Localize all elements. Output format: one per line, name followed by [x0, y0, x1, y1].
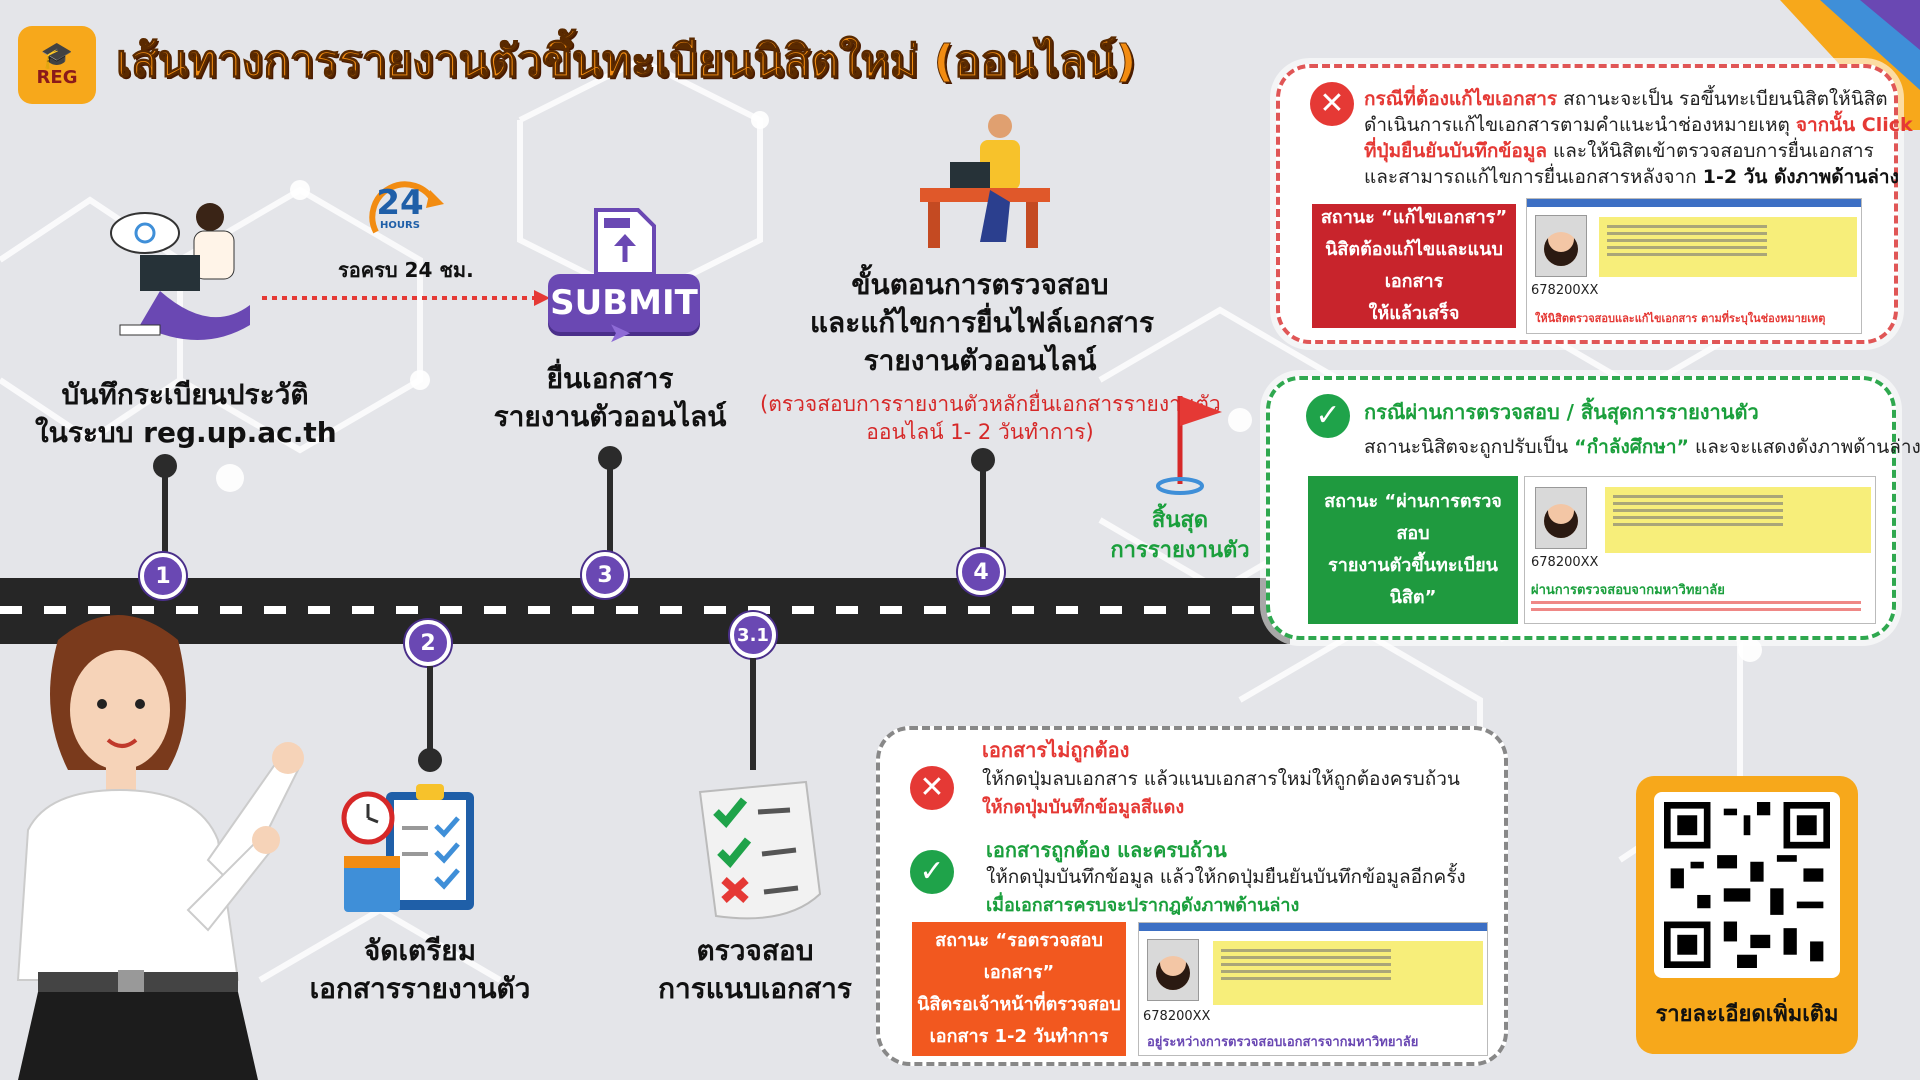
student-id: 678200XX — [1143, 1009, 1211, 1024]
qr-label: รายละเอียดเพิ่มเติม — [1655, 1002, 1839, 1027]
wait-24h-label: รอครบ 24 ชม. — [338, 258, 474, 282]
waiting-profile-screenshot: 678200XX อยู่ระหว่างการตรวจสอบเอกสารจากม… — [1138, 922, 1488, 1056]
step3-label: ยื่นเอกสาร รายงานตัวออนไลน์ — [493, 362, 727, 433]
step2-pin — [418, 748, 442, 772]
person-desk-illustration — [920, 114, 1050, 248]
ok-doc-line1: ให้กดปุ่มบันทึกข้อมูล แล้วให้กดปุ่มยืนยั… — [986, 866, 1466, 888]
x-circle-icon: ✕ — [910, 766, 954, 810]
step2-badge: 2 — [405, 620, 451, 666]
passed-line1: สถานะนิสิตจะถูกปรับเป็น “กำลังศึกษา” และ… — [1364, 436, 1920, 458]
step4-stem — [980, 460, 986, 556]
step1-label: บันทึกระเบียนประวัติ ในระบบ reg.up.ac.th — [35, 378, 337, 449]
fix-line4: และสามารถแก้ไขการยื่นเอกสารหลังจาก 1-2 ว… — [1364, 166, 1899, 188]
road-dashes — [0, 606, 1290, 614]
waiting-status-box: สถานะ “รอตรวจสอบเอกสาร” นิสิตรอเจ้าหน้าท… — [912, 922, 1126, 1056]
step4-badge: 4 — [958, 549, 1004, 595]
passed-heading: กรณีผ่านการตรวจสอบ / สิ้นสุดการรายงานตัว — [1364, 400, 1759, 424]
step2-stem — [427, 666, 433, 756]
check-circle-icon: ✓ — [1306, 394, 1350, 438]
graduation-cap-icon: 🎓 — [40, 41, 74, 71]
submit-button-illustration: SUBMIT — [548, 274, 700, 332]
screenshot-highlight — [1605, 487, 1871, 553]
fix-line2: ดำเนินการแก้ไขเอกสารตามคำแนะนำช่องหมายเห… — [1364, 114, 1913, 136]
step3-stem — [607, 458, 613, 558]
step4-note: (ตรวจสอบการรายงานตัวหลักยื่นเอกสารรายงาน… — [760, 392, 1221, 444]
ok-doc-heading: เอกสารถูกต้อง และครบถ้วน — [986, 838, 1227, 862]
step2-label: จัดเตรียม เอกสารรายงานตัว — [309, 934, 531, 1005]
ok-doc-line2: เมื่อเอกสารครบจะปรากฎดังภาพด้านล่าง — [986, 895, 1300, 916]
fix-caption: ให้นิสิตตรวจสอบและแก้ไขเอกสาร ตามที่ระบุ… — [1535, 312, 1826, 325]
page-title: เส้นทางการรายงานตัวขึ้นทะเบียนนิสิตใหม่ … — [115, 36, 1137, 88]
screenshot-titlebar — [1139, 923, 1487, 931]
waiting-caption: อยู่ระหว่างการตรวจสอบเอกสารจากมหาวิทยาลั… — [1147, 1035, 1419, 1050]
step3-badge: 3 — [582, 552, 628, 598]
passed-profile-screenshot: 678200XX ผ่านการตรวจสอบจากมหาวิทยาลัย — [1524, 476, 1876, 624]
reg-logo: 🎓 REG — [18, 26, 96, 104]
logo-text: REG — [36, 67, 78, 88]
fix-status-box: สถานะ “แก้ไขเอกสาร” นิสิตต้องแก้ไขและแนบ… — [1312, 204, 1516, 328]
checklist-calendar-icon — [341, 784, 474, 912]
dotted-arrow — [262, 290, 550, 306]
passed-caption: ผ่านการตรวจสอบจากมหาวิทยาลัย — [1531, 583, 1725, 598]
student-illustration — [16, 615, 304, 1080]
student-photo — [1535, 215, 1587, 277]
qr-code[interactable] — [1654, 792, 1840, 978]
student-id: 678200XX — [1531, 283, 1599, 298]
hours-number: 24 — [376, 183, 424, 223]
step1-badge: 1 — [140, 553, 186, 599]
wrong-doc-line2: ให้กดปุ่มบันทึกข้อมูลสีแดง — [982, 797, 1185, 818]
upload-document-icon — [594, 208, 656, 276]
fix-line3: ที่ปุ่มยืนยันบันทึกข้อมูล และให้นิสิตเข้… — [1364, 140, 1874, 162]
student-photo — [1147, 939, 1199, 1001]
wrong-doc-heading: เอกสารไม่ถูกต้อง — [982, 738, 1130, 762]
fix-documents-panel: ✕ กรณีที่ต้องแก้ไขเอกสาร สถานะจะเป็น รอข… — [1276, 64, 1913, 344]
fix-line1: กรณีที่ต้องแก้ไขเอกสาร สถานะจะเป็น รอขึ้… — [1364, 88, 1888, 110]
cursor-icon: ➤ — [608, 316, 632, 349]
wrong-doc-line1: ให้กดปุ่มลบเอกสาร แล้วแนบเอกสารใหม่ให้ถู… — [982, 768, 1460, 790]
check-document-icon — [698, 780, 822, 920]
step4-label: ขั้นตอนการตรวจสอบ และแก้ไขการยื่นไฟล์เอก… — [810, 268, 1154, 377]
step31-badge: 3.1 — [730, 612, 776, 658]
qr-code-card[interactable]: รายละเอียดเพิ่มเติม — [1636, 776, 1858, 1054]
hours-word: HOURS — [380, 220, 420, 231]
clock-24-icon — [358, 172, 448, 248]
passed-panel: ✓ กรณีผ่านการตรวจสอบ / สิ้นสุดการรายงานต… — [1266, 376, 1920, 640]
step1-stem — [162, 466, 168, 560]
fix-profile-screenshot: 678200XX ให้นิสิตตรวจสอบและแก้ไขเอกสาร ต… — [1526, 198, 1862, 334]
student-id: 678200XX — [1531, 555, 1599, 570]
person-laptop-illustration — [110, 203, 250, 340]
step31-stem — [750, 658, 756, 770]
check-attachments-panel: เอกสารไม่ถูกต้อง ✕ ให้กดปุ่มลบเอกสาร แล้… — [876, 726, 1508, 1066]
step31-label: ตรวจสอบ การแนบเอกสาร — [658, 934, 852, 1005]
student-photo — [1535, 487, 1587, 549]
finish-flag-icon — [1156, 396, 1222, 495]
x-circle-icon: ✕ — [1310, 82, 1354, 126]
screenshot-titlebar — [1527, 199, 1861, 207]
qr-code-icon — [1664, 802, 1830, 968]
passed-status-box: สถานะ “ผ่านการตรวจสอบ รายงานตัวขึ้นทะเบี… — [1308, 476, 1518, 624]
end-label: สิ้นสุด การรายงานตัว — [1110, 508, 1250, 563]
check-circle-icon: ✓ — [910, 850, 954, 894]
